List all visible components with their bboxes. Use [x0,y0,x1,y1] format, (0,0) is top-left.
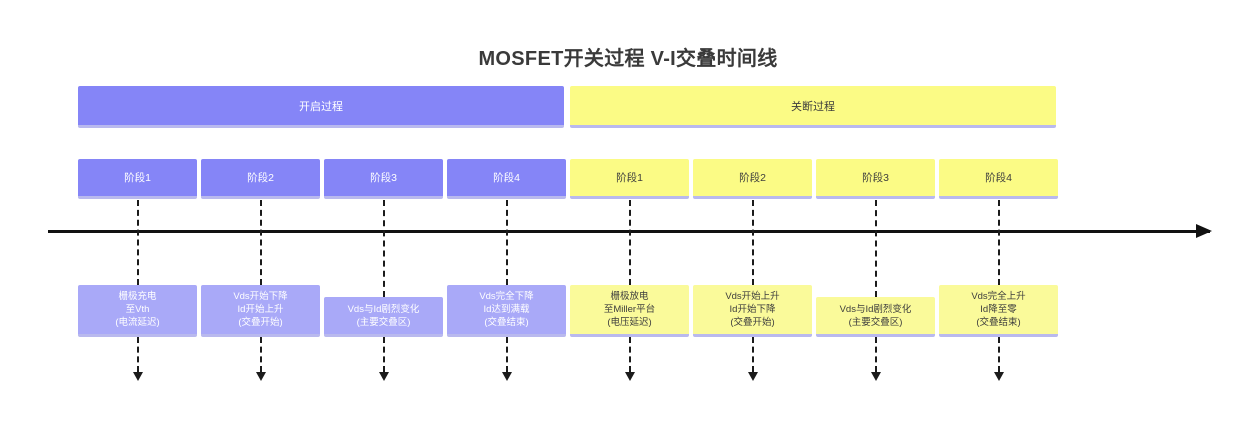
description-box-7: Vds与Id剧烈变化(主要交叠区) [816,297,935,337]
connector-arrow-icon-1 [132,372,143,381]
description-line: (交叠结束) [484,317,529,328]
description-line: (交叠开始) [730,317,775,328]
description-box-1: 栅极充电至Vth (电流延迟) [78,285,197,337]
connector-arrow-icon-6 [747,372,758,381]
connector-arrow-icon-2 [255,372,266,381]
stage-box-3: 阶段3 [324,159,443,199]
description-line: Vds开始上升 [725,291,780,302]
connector-arrow-icon-5 [624,372,635,381]
description-box-5: 栅极放电至Miller平台 (电压延迟) [570,285,689,337]
description-line: (电流延迟) [115,317,160,328]
description-box-6: Vds开始上升 Id开始下降 (交叠开始) [693,285,812,337]
description-line: 至Miller平台 [603,304,656,315]
stage-box-label: 阶段4 [493,172,520,184]
description-line: Vds完全下降 [479,291,534,302]
stage-box-8: 阶段4 [939,159,1058,199]
connector-dashed-lower-1 [136,337,139,372]
description-line: Id开始上升 [237,304,284,315]
stage-box-label: 阶段3 [370,172,397,184]
connector-dashed-upper-4 [505,200,508,285]
connector-dashed-lower-4 [505,337,508,372]
stage-box-label: 阶段2 [247,172,274,184]
stage-box-label: 阶段3 [862,172,889,184]
description-line: 栅极放电 [610,291,649,302]
connector-dashed-upper-6 [751,200,754,285]
stage-box-label: 阶段1 [616,172,643,184]
connector-dashed-upper-2 [259,200,262,285]
stage-box-label: 阶段1 [124,172,151,184]
stage-box-label: 阶段4 [985,172,1012,184]
description-line: Vds完全上升 [971,291,1026,302]
stage-box-5: 阶段1 [570,159,689,199]
connector-dashed-lower-2 [259,337,262,372]
description-line: (交叠结束) [976,317,1021,328]
connector-dashed-upper-8 [997,200,1000,285]
description-box-2: Vds开始下降 Id开始上升 (交叠开始) [201,285,320,337]
connector-arrow-icon-4 [501,372,512,381]
description-box-8: Vds完全上升 Id降至零 (交叠结束) [939,285,1058,337]
description-line: 至Vth [125,304,150,315]
connector-dashed-upper-1 [136,200,139,285]
stage-box-7: 阶段3 [816,159,935,199]
connector-dashed-lower-3 [382,337,385,372]
connector-arrow-icon-7 [870,372,881,381]
description-line: Vds开始下降 [233,291,288,302]
description-box-3: Vds与Id剧烈变化(主要交叠区) [324,297,443,337]
connector-dashed-lower-6 [751,337,754,372]
process-band-1: 开启过程 [78,86,564,128]
description-line: (主要交叠区) [848,316,903,328]
stage-box-1: 阶段1 [78,159,197,199]
description-line: Id降至零 [980,304,1017,315]
description-box-4: Vds完全下降 Id达到满载 (交叠结束) [447,285,566,337]
connector-dashed-upper-7 [874,200,877,297]
stage-box-label: 阶段2 [739,172,766,184]
description-line: Id开始下降 [729,304,776,315]
description-line: (主要交叠区) [356,316,411,328]
description-line: (交叠开始) [238,317,283,328]
connector-arrow-icon-8 [993,372,1004,381]
connector-dashed-lower-7 [874,337,877,372]
process-band-label: 关断过程 [791,100,835,113]
stage-box-2: 阶段2 [201,159,320,199]
description-line: 栅极充电 [118,291,157,302]
process-band-label: 开启过程 [299,100,343,113]
description-line: (电压延迟) [607,317,652,328]
page-title: MOSFET开关过程 V-I交叠时间线 [478,48,778,70]
connector-arrow-icon-3 [378,372,389,381]
process-band-2: 关断过程 [570,86,1056,128]
connector-dashed-lower-5 [628,337,631,372]
timeline-arrow-icon [1196,224,1212,238]
stage-box-4: 阶段4 [447,159,566,199]
connector-dashed-upper-3 [382,200,385,297]
description-line: Id达到满载 [483,304,530,315]
stage-box-6: 阶段2 [693,159,812,199]
connector-dashed-lower-8 [997,337,1000,372]
connector-dashed-upper-5 [628,200,631,285]
description-line: Vds与Id剧烈变化 [839,303,912,315]
description-line: Vds与Id剧烈变化 [347,303,420,315]
